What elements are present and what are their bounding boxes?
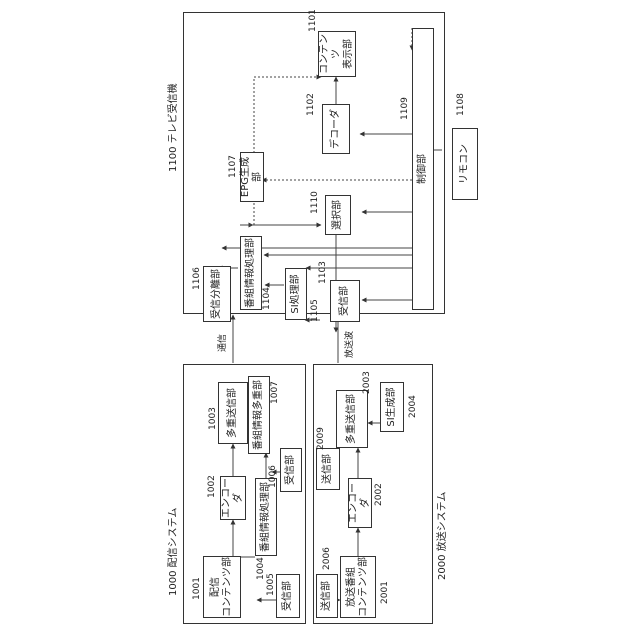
block-remote: リモコン xyxy=(452,128,478,200)
id-1102: 1102 xyxy=(306,93,316,116)
id-1105: 1105 xyxy=(310,299,320,322)
id-1003: 1003 xyxy=(208,407,218,430)
block-bc-content: 放送番組 コンテンツ部 xyxy=(340,556,376,618)
id-1110: 1110 xyxy=(310,191,320,214)
block-dist-encoder: エンコーダ xyxy=(220,476,246,520)
id-2006: 2006 xyxy=(322,547,332,570)
block-bc-si-gen: SI生成部 xyxy=(380,382,404,432)
bc-id: 2000 xyxy=(437,555,448,580)
id-1106: 1106 xyxy=(192,267,202,290)
block-epg: EPG生成部 xyxy=(240,152,264,202)
block-recv-sep: 受信分離部 xyxy=(203,266,231,322)
comm-label: 通信 xyxy=(218,334,228,352)
block-program-info: 番組情報処理部 xyxy=(240,236,262,310)
id-1103: 1103 xyxy=(318,261,328,284)
block-bc-encoder: エンコーダ xyxy=(348,478,372,528)
block-dist-receiver-b: 受信部 xyxy=(280,448,302,492)
id-1001: 1001 xyxy=(192,577,202,600)
tv-receiver-title: 1100 テレビ受信機 xyxy=(168,83,180,172)
id-2009: 2009 xyxy=(316,427,326,450)
dist-id: 1000 xyxy=(168,571,179,596)
block-select: 選択部 xyxy=(325,195,351,235)
block-bc-sender-b: 送信部 xyxy=(316,448,340,490)
block-content-display: コンテンツ 表示部 xyxy=(318,31,356,77)
block-dist-program-info: 番組情報処理部 xyxy=(255,478,277,556)
block-dist-content: 配信 コンテンツ部 xyxy=(203,556,241,618)
block-decoder: デコーダ xyxy=(322,104,350,154)
id-2004: 2004 xyxy=(408,395,418,418)
block-receiver: 受信部 xyxy=(330,280,360,322)
id-1107: 1107 xyxy=(228,155,238,178)
id-1006: 1006 xyxy=(268,465,278,488)
distribution-title: 1000 配信システム xyxy=(168,508,180,596)
id-1101: 1101 xyxy=(308,9,318,32)
id-1004: 1004 xyxy=(256,557,266,580)
block-bc-sender-a: 送信部 xyxy=(316,574,338,618)
id-1109: 1109 xyxy=(400,97,410,120)
id-1108: 1108 xyxy=(456,93,466,116)
id-1104: 1104 xyxy=(262,287,272,310)
block-control: 制御部 xyxy=(412,28,434,310)
block-dist-mux: 多重送信部 xyxy=(218,382,248,444)
block-bc-mux: 多重送信部 xyxy=(336,390,368,448)
id-2003: 2003 xyxy=(362,371,372,394)
block-dist-info-mux: 番組情報多重部 xyxy=(248,376,270,454)
id-2002: 2002 xyxy=(374,483,384,506)
block-dist-receiver-a: 受信部 xyxy=(276,574,300,618)
dist-title: 配信システム xyxy=(168,508,179,568)
id-2001: 2001 xyxy=(380,581,390,604)
block-si: SI処理部 xyxy=(285,268,307,320)
tv-id: 1100 xyxy=(168,147,179,172)
id-1002: 1002 xyxy=(207,475,217,498)
id-1005: 1005 xyxy=(266,573,276,596)
broadcast-title: 2000 放送システム xyxy=(437,492,449,580)
broadcast-wave-label: 放送波 xyxy=(345,331,355,358)
tv-title: テレビ受信機 xyxy=(168,83,179,143)
id-1007: 1007 xyxy=(270,381,280,404)
bc-title: 放送システム xyxy=(437,492,448,552)
